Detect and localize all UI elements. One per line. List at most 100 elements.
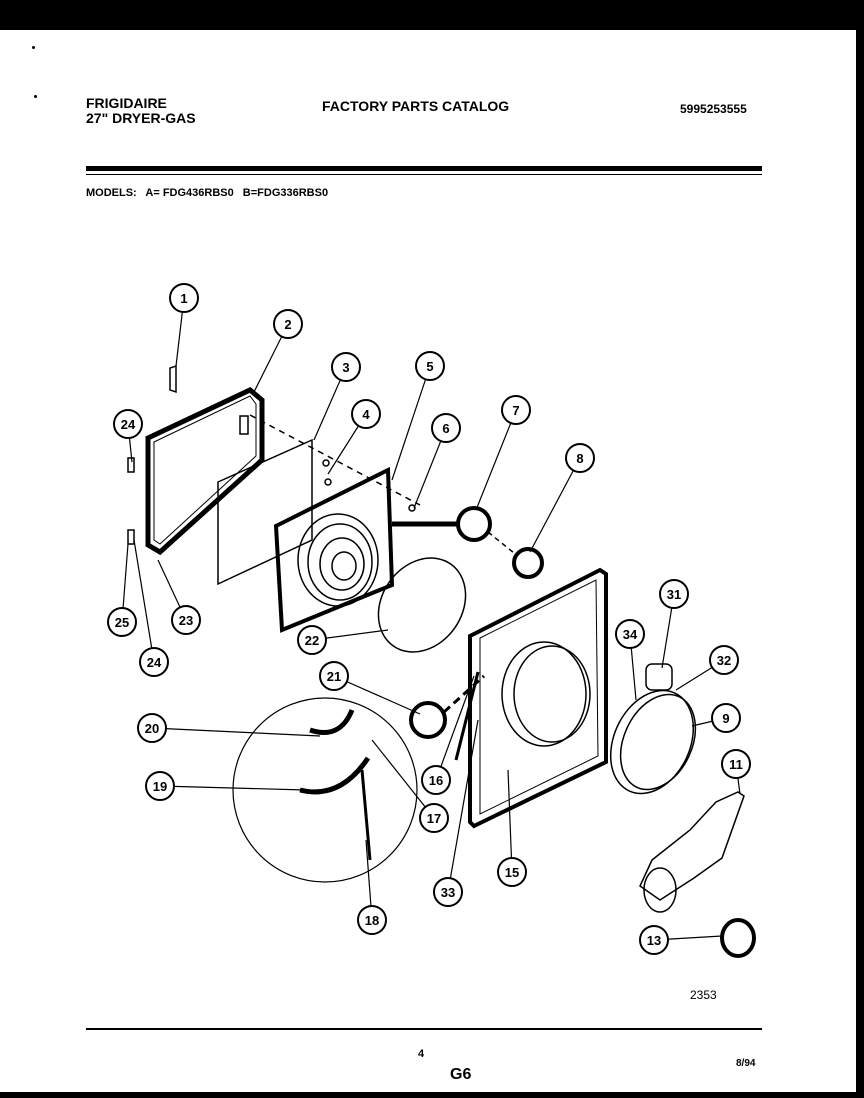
callout-leader-line — [133, 539, 155, 663]
callout-4: 5 — [391, 351, 445, 481]
screw-part-4b — [324, 478, 332, 486]
callout-balloon — [107, 607, 137, 637]
front-panel-inner — [479, 579, 599, 815]
callout-balloon — [721, 749, 751, 779]
callout-number: 11 — [729, 757, 743, 772]
callout-22: 32 — [675, 645, 739, 691]
callout-balloon — [431, 413, 461, 443]
footer-rule — [86, 1028, 762, 1030]
callout-24: 9 — [691, 703, 741, 733]
callout-number: 6 — [442, 421, 449, 436]
callout-balloon — [319, 661, 349, 691]
bulkhead-ring-9 — [619, 693, 697, 791]
assembly-line — [442, 674, 486, 714]
callout-5: 6 — [413, 413, 461, 509]
callout-number: 20 — [145, 721, 159, 736]
callout-balloon — [709, 645, 739, 675]
callout-balloon — [351, 399, 381, 429]
callout-number: 4 — [362, 407, 370, 422]
callout-1: 2 — [253, 309, 303, 393]
callout-number: 1 — [180, 291, 187, 306]
callout-balloon — [273, 309, 303, 339]
section-code: G6 — [450, 1066, 472, 1083]
callout-number: 13 — [647, 933, 661, 948]
callout-26: 13 — [639, 925, 723, 955]
part-7-switch — [456, 506, 492, 542]
scan-top-border — [0, 0, 864, 30]
callout-balloon — [419, 803, 449, 833]
callout-balloon — [139, 647, 169, 677]
callout-number: 17 — [427, 811, 441, 826]
callout-balloon — [297, 625, 327, 655]
scan-speck — [34, 95, 37, 98]
part-21-catch — [409, 701, 447, 739]
callout-leader-line — [529, 457, 581, 553]
callout-leader-line — [151, 727, 321, 737]
callout-balloon — [421, 765, 451, 795]
scan-bottom-border — [0, 1092, 864, 1098]
header-rule — [86, 166, 762, 171]
callout-number: 15 — [505, 865, 519, 880]
hardware-25 — [127, 529, 135, 545]
callout-balloon — [501, 395, 531, 425]
callout-number: 31 — [667, 587, 681, 602]
callout-number: 7 — [512, 403, 519, 418]
callout-number: 19 — [153, 779, 167, 794]
callout-balloon — [113, 409, 143, 439]
page-number: 4 — [418, 1048, 425, 1060]
duct-ring — [720, 918, 756, 958]
callout-17: 18 — [357, 839, 387, 935]
detail-part-20 — [309, 708, 355, 735]
callout-number: 9 — [722, 711, 729, 726]
part-8-strike — [512, 547, 544, 579]
callout-number: 3 — [342, 360, 349, 375]
callout-7: 8 — [529, 443, 595, 553]
callout-balloon — [137, 713, 167, 743]
callout-balloon — [711, 703, 741, 733]
callout-leader-line — [475, 409, 517, 511]
callout-number: 18 — [365, 913, 379, 928]
callout-number: 5 — [426, 359, 433, 374]
callout-15: 19 — [145, 771, 307, 801]
detail-part-19 — [299, 756, 371, 795]
callout-leader-line — [159, 785, 307, 791]
callout-21: 31 — [659, 579, 689, 669]
callout-number: 23 — [179, 613, 193, 628]
hardware-24-upper — [127, 457, 135, 473]
header-rule-thin — [86, 174, 762, 175]
detail-magnifier — [232, 697, 418, 883]
callout-10: 24 — [133, 539, 169, 677]
callout-leader-line — [507, 769, 513, 873]
callout-12: 22 — [297, 625, 389, 655]
callout-balloon — [145, 771, 175, 801]
callout-16: 17 — [371, 739, 449, 833]
callout-number: 24 — [147, 655, 162, 670]
bulkhead-seal-34 — [609, 689, 695, 795]
callout-leader-line — [333, 675, 421, 715]
callout-6: 7 — [475, 395, 531, 511]
callout-number: 16 — [429, 773, 443, 788]
callout-number: 24 — [121, 417, 136, 432]
callout-0: 1 — [169, 283, 199, 367]
callout-leader-line — [371, 739, 435, 819]
door-window-spiral — [319, 537, 365, 591]
callout-number: 21 — [327, 669, 341, 684]
front-panel — [468, 567, 608, 829]
model-b: B=FDG336RBS0 — [242, 187, 329, 199]
callout-number: 22 — [305, 633, 319, 648]
screw-part-6 — [408, 504, 416, 512]
assembly-line — [487, 531, 515, 554]
models-line: MODELS: A= FDG436RBS0 B=FDG336RBS0 — [86, 187, 334, 199]
screw-part-4a — [322, 459, 330, 467]
product-line: 27" DRYER-GAS — [86, 110, 196, 126]
door-seal — [377, 557, 467, 653]
front-panel-door-opening-rim — [513, 645, 591, 743]
model-a: A= FDG436RBS0 — [145, 187, 234, 199]
catalog-number: 5995253555 — [680, 102, 747, 116]
callout-9: 25 — [107, 543, 137, 637]
callout-14: 20 — [137, 713, 321, 743]
door-liner — [217, 438, 313, 586]
brand-name: FRIGIDAIRE — [86, 95, 167, 111]
hinge-pin-part — [169, 364, 177, 394]
